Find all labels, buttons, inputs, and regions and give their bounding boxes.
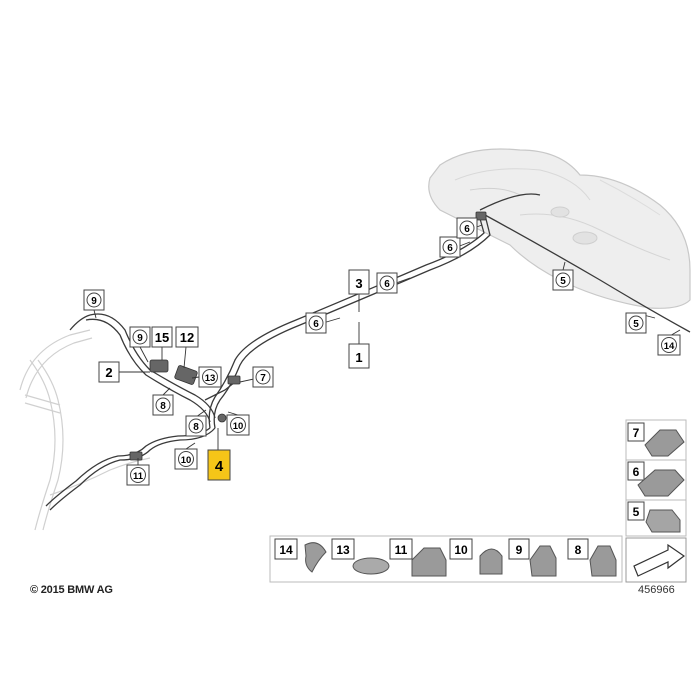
callout-label: 2 bbox=[105, 365, 112, 380]
callout-label: 5 bbox=[633, 319, 639, 330]
grommet-14-icon bbox=[304, 542, 327, 573]
callout-label: 8 bbox=[160, 401, 166, 412]
callout-11: 11 bbox=[126, 464, 150, 486]
clip-7-icon bbox=[644, 429, 685, 457]
legend-bottom: 14 13 11 10 9 8 bbox=[269, 535, 623, 583]
callout-label: 9 bbox=[91, 296, 97, 307]
callout-5a: 5 bbox=[552, 269, 574, 291]
callout-label: 7 bbox=[260, 373, 266, 384]
callout-5b: 5 bbox=[625, 312, 647, 334]
callout-8b: 8 bbox=[185, 415, 207, 437]
callout-label: 3 bbox=[355, 276, 362, 291]
legend-bottom-label: 11 bbox=[395, 543, 408, 557]
callout-label: 15 bbox=[155, 330, 169, 345]
callout-12: 12 bbox=[175, 326, 199, 348]
callout-9b: 9 bbox=[129, 326, 151, 348]
callout-7: 7 bbox=[252, 366, 274, 388]
callout-label: 6 bbox=[313, 319, 319, 330]
callout-6b: 6 bbox=[376, 272, 398, 294]
legend-bottom-label: 14 bbox=[279, 543, 293, 557]
legend-side: 7 6 5 bbox=[625, 419, 687, 583]
callout-label: 14 bbox=[664, 341, 675, 352]
legend-side-label: 5 bbox=[633, 505, 640, 519]
callout-10b: 10 bbox=[174, 448, 198, 470]
legend-bottom-label: 8 bbox=[575, 543, 582, 557]
callout-13: 13 bbox=[198, 366, 222, 388]
copyright-text: © 2015 BMW AG bbox=[30, 584, 113, 596]
clip-9-icon bbox=[529, 545, 557, 577]
fuel-lines bbox=[45, 193, 691, 511]
callout-3: 3 bbox=[348, 269, 370, 295]
callout-label: 13 bbox=[205, 373, 216, 384]
direction-arrow-icon bbox=[633, 543, 686, 577]
vehicle-frame-outline bbox=[19, 329, 151, 531]
line-clips bbox=[129, 211, 487, 461]
callout-15: 15 bbox=[151, 326, 173, 348]
legend-side-label: 6 bbox=[633, 465, 640, 479]
callout-label: 10 bbox=[233, 421, 244, 432]
callout-label: 11 bbox=[133, 471, 144, 482]
legend-side-label: 7 bbox=[633, 426, 640, 440]
callout-label: 6 bbox=[447, 243, 453, 254]
clip-11-icon bbox=[411, 547, 447, 577]
clip-8-icon bbox=[589, 545, 617, 577]
callout-label: 1 bbox=[355, 350, 362, 365]
nut-13-icon bbox=[352, 557, 390, 575]
legend-bottom-label: 13 bbox=[336, 543, 350, 557]
callout-6c: 6 bbox=[439, 236, 461, 258]
callout-6d: 6 bbox=[456, 217, 478, 239]
callout-1: 1 bbox=[348, 343, 370, 369]
callout-label: 12 bbox=[180, 330, 194, 345]
callout-label: 6 bbox=[384, 279, 390, 290]
legend-bottom-label: 10 bbox=[454, 543, 468, 557]
clip-10-icon bbox=[479, 548, 503, 575]
clip-5-icon bbox=[645, 509, 681, 533]
callout-6a: 6 bbox=[305, 312, 327, 334]
legend-bottom-label: 9 bbox=[516, 543, 523, 557]
image-number: 456966 bbox=[638, 584, 675, 596]
callout-label: 9 bbox=[137, 333, 143, 344]
callout-2: 2 bbox=[98, 361, 120, 383]
callout-label: 10 bbox=[181, 455, 192, 466]
callout-label: 4 bbox=[215, 458, 224, 475]
callout-label: 5 bbox=[560, 276, 566, 287]
callout-label: 6 bbox=[464, 224, 470, 235]
callout-14: 14 bbox=[657, 334, 681, 356]
callout-label: 8 bbox=[193, 422, 199, 433]
callout-10a: 10 bbox=[226, 414, 250, 436]
callout-9a: 9 bbox=[83, 289, 105, 311]
callout-8a: 8 bbox=[152, 394, 174, 416]
callout-4-highlighted: 4 bbox=[207, 449, 231, 481]
clip-6-icon bbox=[637, 469, 685, 497]
